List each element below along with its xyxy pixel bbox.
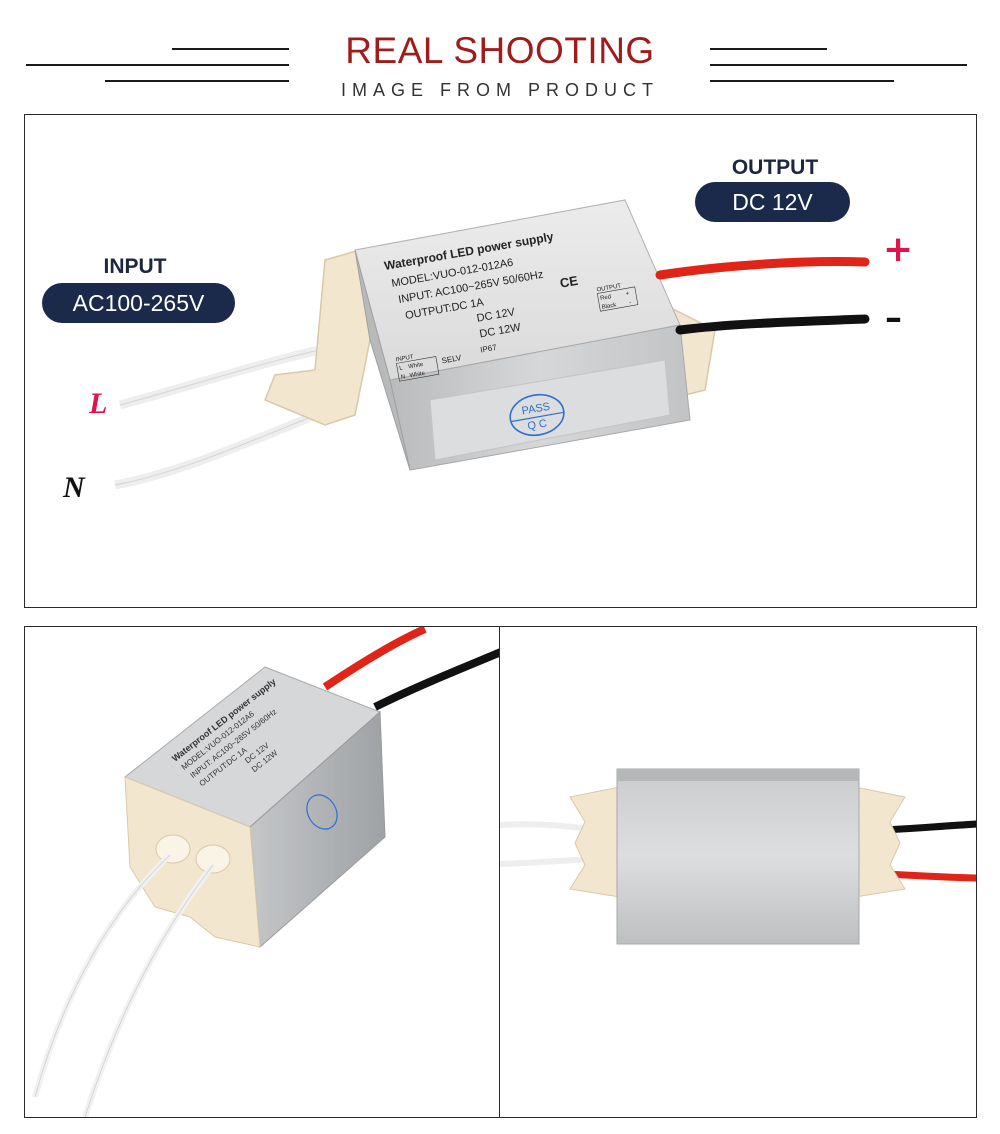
rear-view-panel — [499, 626, 977, 1118]
neutral-wire-label: N — [63, 471, 85, 504]
rear-view-photo — [500, 768, 976, 945]
pass-qc-stamp: PASS QC — [509, 393, 565, 437]
output-value-badge: DC 12V — [695, 182, 850, 222]
device-label-ip: IP67 — [480, 343, 498, 355]
header-rule-left-top — [172, 48, 289, 50]
angled-view-photo: Waterproof LED power supply MODEL:VUO-01… — [32, 627, 500, 1117]
header-rule-right-bottom — [710, 80, 894, 82]
input-value-badge: AC100-265V — [42, 283, 235, 323]
negative-sign: – — [885, 298, 902, 338]
input-table-n: N — [400, 374, 405, 381]
device-label-selv: SELV — [441, 353, 463, 365]
page-title: REAL SHOOTING — [345, 30, 655, 71]
output-label-title: OUTPUT — [731, 156, 819, 179]
ce-mark: CE — [559, 273, 580, 291]
header-rule-right-mid — [710, 64, 967, 66]
header-rule-right-top — [710, 48, 827, 50]
input-table-title: INPUT — [395, 354, 414, 363]
live-wire-label: L — [89, 387, 108, 420]
main-product-photo: Waterproof LED power supply MODEL:VUO-01… — [114, 199, 870, 490]
input-table-l-color: White — [408, 362, 425, 371]
page-header: REAL SHOOTING IMAGE FROM PRODUCT — [0, 0, 1000, 110]
output-table-black: Black — [601, 302, 617, 311]
input-table-l: L — [399, 365, 404, 372]
output-table-red: Red — [600, 294, 612, 302]
header-rule-left-bottom — [105, 80, 289, 82]
svg-text:QC: QC — [527, 417, 551, 433]
page-subtitle: IMAGE FROM PRODUCT — [341, 80, 659, 100]
header-rule-left-mid — [26, 64, 289, 66]
input-label-title: INPUT — [103, 255, 167, 278]
svg-text:PASS: PASS — [521, 401, 551, 418]
input-table-n-color: White — [409, 371, 426, 380]
output-table-black-sign: - — [629, 300, 632, 306]
positive-sign: + — [883, 229, 914, 270]
angled-view-panel: Waterproof LED power supply MODEL:VUO-01… — [24, 626, 501, 1118]
output-table-red-sign: + — [625, 291, 630, 298]
output-table-title: OUTPUT — [596, 283, 622, 293]
main-product-panel: Waterproof LED power supply MODEL:VUO-01… — [24, 114, 977, 608]
